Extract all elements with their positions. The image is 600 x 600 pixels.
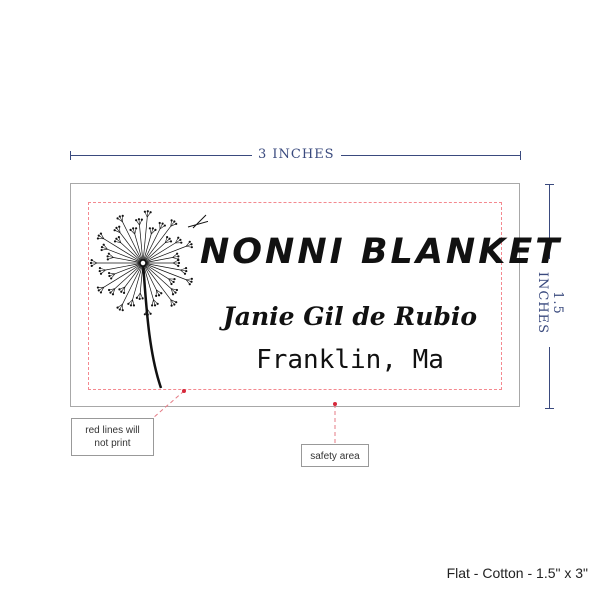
- product-caption: Flat - Cotton - 1.5" x 3": [446, 565, 588, 581]
- dandelion-seed: [139, 225, 144, 264]
- dandelion-seed: [142, 226, 172, 264]
- dandelion-seed: [142, 257, 173, 264]
- dandelion-seed: [122, 262, 144, 305]
- dandelion-seed: [142, 262, 172, 289]
- label-location: Franklin, Ma: [256, 345, 444, 375]
- dandelion-seed: [103, 262, 144, 288]
- dandelion-seed: [139, 262, 144, 293]
- dandelion-seed: [124, 262, 144, 288]
- dandelion-seed: [142, 246, 187, 264]
- dandelion-seed: [142, 262, 181, 271]
- dandelion-seed: [142, 262, 172, 300]
- dandelion-seed: [142, 262, 169, 280]
- red-lines-note: red lines will not print: [71, 418, 154, 456]
- dandelion-seed: [114, 262, 144, 275]
- dandelion-seed: [142, 262, 154, 300]
- safety-area-note: safety area: [301, 444, 369, 467]
- red-lines-marker: [182, 389, 186, 393]
- dandelion-icon: [89, 210, 208, 389]
- label-preview: [70, 183, 520, 407]
- dandelion-seed: [114, 262, 144, 289]
- dandelion-seed: [142, 262, 157, 291]
- dandelion-seed: [142, 242, 166, 264]
- height-dimension-tick: [545, 184, 554, 185]
- dandelion-seed: [107, 248, 144, 264]
- dandelion-seed: [122, 221, 144, 264]
- dandelion-seed: [142, 228, 161, 264]
- dandelion-seed: [142, 262, 148, 309]
- height-dimension-tick: [545, 408, 554, 409]
- safety-area-outline: [88, 202, 502, 390]
- width-label: 3 INCHES: [252, 147, 341, 162]
- width-dimension-tick: [520, 151, 521, 160]
- safety-area-marker: [333, 402, 337, 406]
- dandelion-seed: [132, 262, 144, 300]
- dandelion-seed: [142, 217, 148, 264]
- label-title: NONNI BLANKET: [200, 232, 563, 272]
- dandelion-seed: [134, 234, 144, 264]
- dandelion-seed: [142, 242, 176, 264]
- dandelion-seed: [105, 262, 144, 271]
- dandelion-seed: [113, 257, 144, 264]
- dandelion-seed: [119, 232, 144, 264]
- dandelion-seed: [142, 234, 152, 264]
- dandelion-seed: [142, 262, 187, 280]
- dandelion-seed: [103, 238, 144, 264]
- label-name: Janie Gil de Rubio: [222, 302, 478, 331]
- dandelion-seed: [120, 242, 144, 264]
- width-dimension-tick: [70, 151, 71, 160]
